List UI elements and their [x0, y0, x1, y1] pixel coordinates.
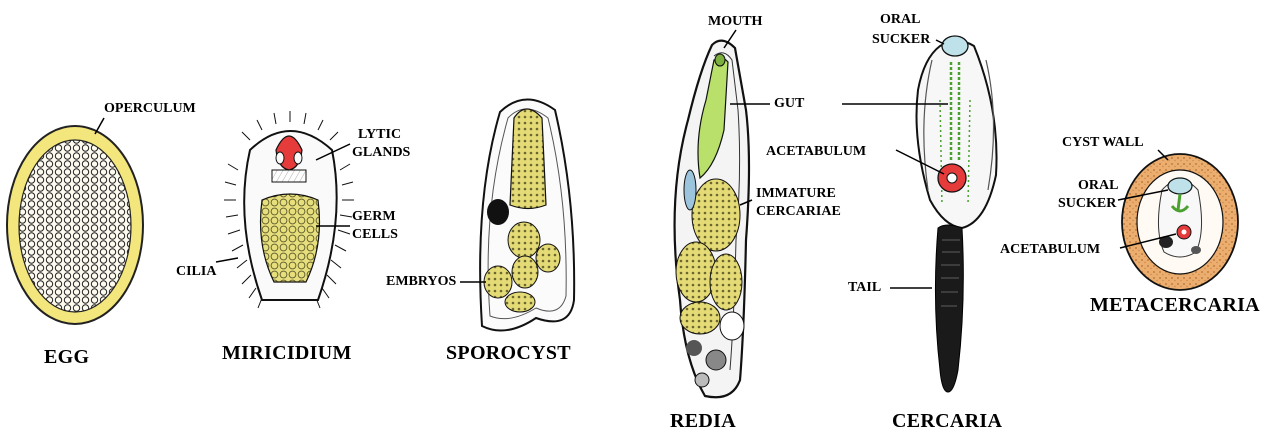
miracidium-figure	[216, 111, 354, 308]
tail-label: TAIL	[848, 280, 881, 296]
operculum-label: OPERCULUM	[104, 101, 196, 117]
oral-sucker-label-line2: SUCKER	[872, 32, 930, 48]
meta-oral-sucker-label-line2: SUCKER	[1058, 196, 1116, 212]
embryos-label: EMBRYOS	[386, 274, 456, 290]
germ-cells-label-line2: CELLS	[352, 227, 398, 243]
meta-acetabulum-label: ACETABULUM	[1000, 242, 1100, 258]
cercaria-figure	[842, 36, 997, 392]
immature-cercariae-label-line2: CERCARIAE	[756, 204, 841, 220]
oral-sucker-label-line1: ORAL	[880, 12, 920, 28]
lytic-label-line2: GLANDS	[352, 145, 410, 161]
immature-cercariae-label-line1: IMMATURE	[756, 186, 836, 202]
cilia-label: CILIA	[176, 264, 216, 280]
mouth-label: MOUTH	[708, 14, 762, 30]
cyst-wall-label: CYST WALL	[1062, 135, 1144, 151]
miracidium-caption: MIRICIDIUM	[222, 342, 352, 364]
lytic-label-line1: LYTIC	[358, 127, 401, 143]
redia-caption: REDIA	[670, 410, 736, 432]
metacercaria-caption: METACERCARIA	[1090, 294, 1260, 316]
metacercaria-figure	[1118, 150, 1238, 290]
gut-label: GUT	[774, 96, 804, 112]
acetabulum-label: ACETABULUM	[766, 144, 866, 160]
meta-oral-sucker-label-line1: ORAL	[1078, 178, 1118, 194]
egg-figure	[7, 118, 143, 324]
egg-caption: EGG	[44, 346, 89, 368]
sporocyst-figure	[460, 99, 574, 330]
cercaria-caption: CERCARIA	[892, 410, 1002, 432]
germ-cells-label-line1: GERM	[352, 209, 396, 225]
sporocyst-caption: SPOROCYST	[446, 342, 571, 364]
